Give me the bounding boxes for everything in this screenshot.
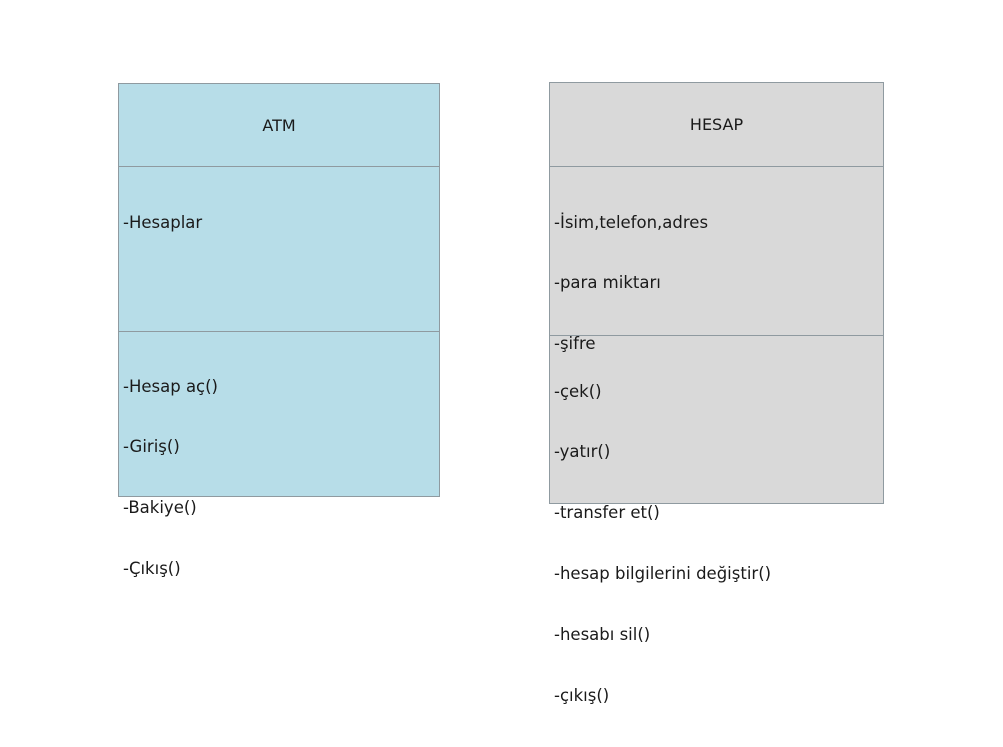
- hesap-attributes: -İsim,telefon,adres -para miktarı -şifre: [550, 167, 883, 353]
- hesap-operation: -hesap bilgilerini değiştir(): [554, 564, 772, 584]
- atm-attributes: -Hesaplar: [119, 167, 439, 332]
- hesap-operations: -çek() -yatır() -transfer et() -hesap bi…: [550, 336, 883, 747]
- atm-class-name: ATM: [119, 84, 439, 167]
- hesap-operation: -hesabı sil(): [554, 625, 651, 645]
- atm-operations: -Hesap aç() -Giriş() -Bakiye() -Çıkış(): [119, 332, 439, 620]
- hesap-class-box[interactable]: HESAP -İsim,telefon,adres -para miktarı …: [549, 82, 884, 705]
- hesap-operation: -transfer et(): [554, 503, 660, 523]
- hesap-attribute: -İsim,telefon,adres: [554, 212, 709, 232]
- atm-operation: -Bakiye(): [123, 498, 197, 518]
- hesap-operation: -çıkış(): [554, 686, 610, 706]
- atm-class-box[interactable]: ATM -Hesaplar -Hesap aç() -Giriş() -Baki…: [118, 83, 440, 578]
- hesap-attribute: -şifre: [554, 334, 596, 354]
- hesap-operation: -yatır(): [554, 442, 611, 462]
- hesap-operation: -çek(): [554, 381, 602, 401]
- hesap-class-name: HESAP: [550, 83, 883, 167]
- hesap-attribute: -para miktarı: [554, 273, 661, 293]
- atm-operation: -Hesap aç(): [123, 376, 218, 396]
- atm-attribute: -Hesaplar: [123, 212, 203, 232]
- atm-operation: -Çıkış(): [123, 559, 181, 579]
- atm-operation: -Giriş(): [123, 437, 180, 457]
